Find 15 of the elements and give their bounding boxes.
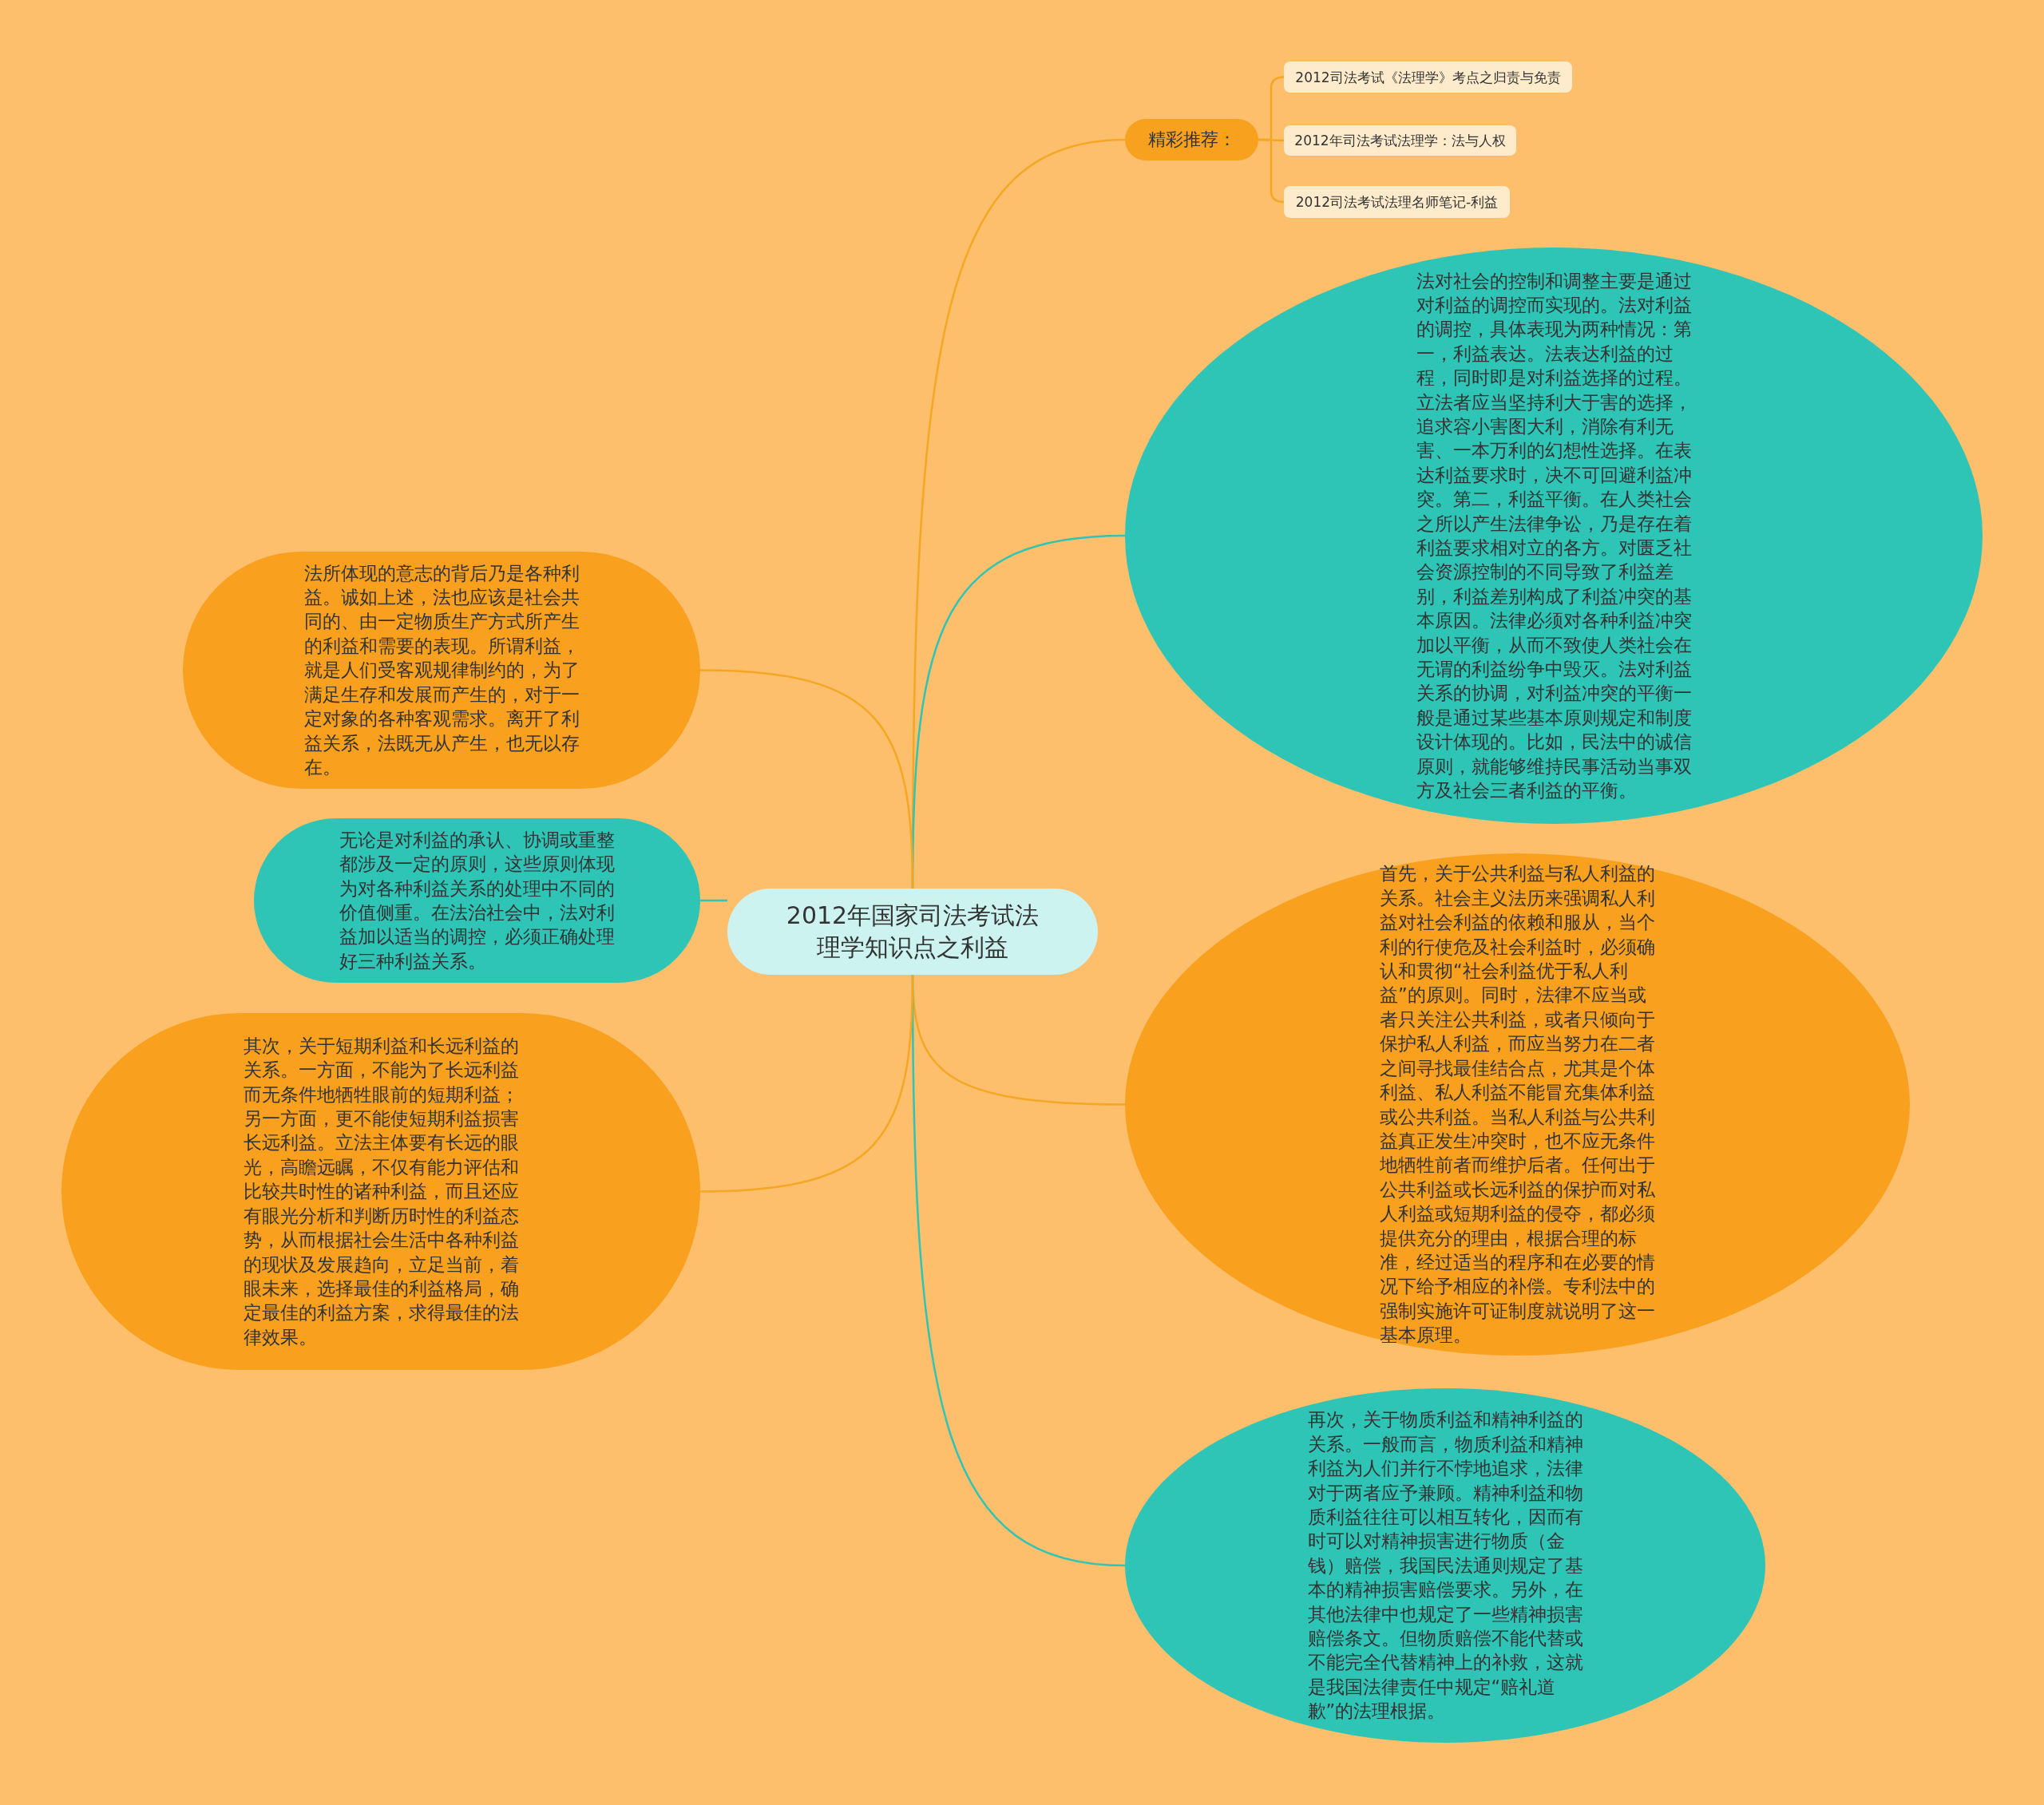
topic-ellipse: 再次，关于物质利益和精神利益的关系。一般而言，物质利益和精神利益为人们并行不悖地追求，法律对于两者应予兼顾。精神利益和物质利益往往可以相互转化，因而有时可以对精神损害进行物质（金钱）赔偿，我国民法通则规定了基本的精神损害赔偿要求。另外，在其他法律中也规定了一些精神损害赔偿条文。但物质赔偿不能代替或不能完全代替精神上的补救，这就是我国法律责任中规定“赔礼道歉”的法理根据。 (1125, 1388, 1765, 1743)
connector-line (699, 974, 914, 1193)
connector-line (700, 899, 727, 902)
topic-bubble: 其次，关于短期利益和长远利益的关系。一方面，不能为了长远利益而无条件地牺牲眼前的短期利益；另一方面，更不能使短期利益损害长远利益。立法主体要有长远的眼光，高瞻远瞩，不仅有能力评估和比较共时性的诸种利益，而且还应有眼光分析和判断历时性的利益态势，从而根据社会生活中各种利益的现状及发展趋向，立足当前，着眼未来，选择最佳的利益格局，确定最佳的利益方案，求得最佳的法律效果。 (61, 1013, 700, 1370)
recommended-link-box: 2012司法考试法理名师笔记-利益 (1284, 186, 1510, 218)
topic-ellipse: 法对社会的控制和调整主要是通过对利益的调控而实现的。法对利益的调控，具体表现为两种情况：第一，利益表达。法表达利益的过程，同时即是对利益选择的过程。立法者应当坚持利大于害的选择，追求容小害图大利，消除有利无害、一本万利的幻想性选择。在表达利益要求时，决不可回避利益冲突。第二，利益平衡。在人类社会之所以产生法律争讼，乃是存在着利益要求相对立的各方。对匮乏社会资源控制的不同导致了利益差别，利益差别构成了利益冲突的基本原因。法律必须对各种利益冲突加以平衡，从而不致使人类社会在无谓的利益纷争中毁灭。法对利益关系的协调，对利益冲突的平衡一般是通过某些基本原则规定和制度设计体现的。比如，民法中的诚信原则，就能够维持民事活动当事双方及社会三者利益的平衡。 (1125, 247, 1983, 824)
recommended-link-box: 2012司法考试《法理学》考点之归责与免责 (1284, 61, 1572, 93)
topic-bubble: 无论是对利益的承认、协调或重整都涉及一定的原则，这些原则体现为对各种利益关系的处理中不同的价值侧重。在法治社会中，法对利益加以适当的调控，必须正确处理好三种利益关系。 (254, 818, 700, 983)
recommended-link-box: 2012年司法考试法理学：法与人权 (1284, 125, 1516, 156)
connector-line (699, 669, 914, 889)
topic-ellipse: 首先，关于公共利益与私人利益的关系。社会主义法历来强调私人利益对社会利益的依赖和服从，当个利的行使危及社会利益时，必须确认和贯彻“社会利益优于私人利益”的原则。同时，法律不应当或者只关注公共利益，或者只倾向于保护私人利益，而应当努力在二者之间寻找最佳结合点，尤其是个体利益、私人利益不能冒充集体利益或公共利益。当私人利益与公共利益真正发生冲突时，也不应无条件地牺牲前者而维护后者。任何出于公共利益或长远利益的保护而对私人利益或短期利益的侵夺，都必须提供充分的理由，根据合理的标准，经过适当的程序和在必要的情况下给予相应的补偿。专利法中的强制实施许可证制度就说明了这一基本原理。 (1125, 853, 1910, 1356)
section-tag: 精彩推荐： (1125, 119, 1258, 160)
connector-line (1258, 138, 1285, 204)
central-topic-box: 2012年国家司法考试法理学知识点之利益 (727, 889, 1098, 975)
topic-bubble: 法所体现的意志的背后乃是各种利益。诚如上述，法也应该是社会共同的、由一定物质生产方式所产生的利益和需要的表现。所谓利益，就是人们受客观规律制约的，为了满足生存和发展而产生的，对于一定对象的各种客观需求。离开了利益关系，法既无从产生，也无以存在。 (183, 552, 700, 789)
